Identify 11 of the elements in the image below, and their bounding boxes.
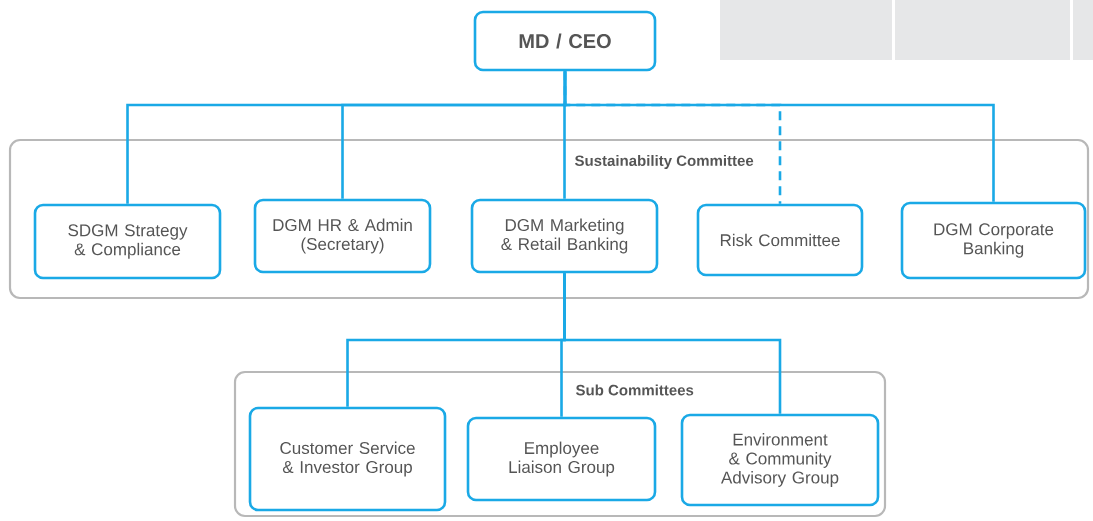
role-box: DGM Marketing & Retail Banking [470,198,659,274]
title-box: MD / CEO [473,10,657,72]
role-box: DGM Corporate Banking [900,201,1087,280]
connector-line [563,273,782,414]
role-box: Employee Liaison Group [466,416,657,502]
role-box: Customer Service & Investor Group [248,406,447,512]
role-box: Risk Committee [696,203,864,277]
role-box: DGM HR & Admin (Secretary) [253,198,432,274]
role-box: Environment & Community Advisory Group [680,413,880,507]
role-box: SDGM Strategy & Compliance [33,203,222,280]
connector-line [563,71,995,202]
